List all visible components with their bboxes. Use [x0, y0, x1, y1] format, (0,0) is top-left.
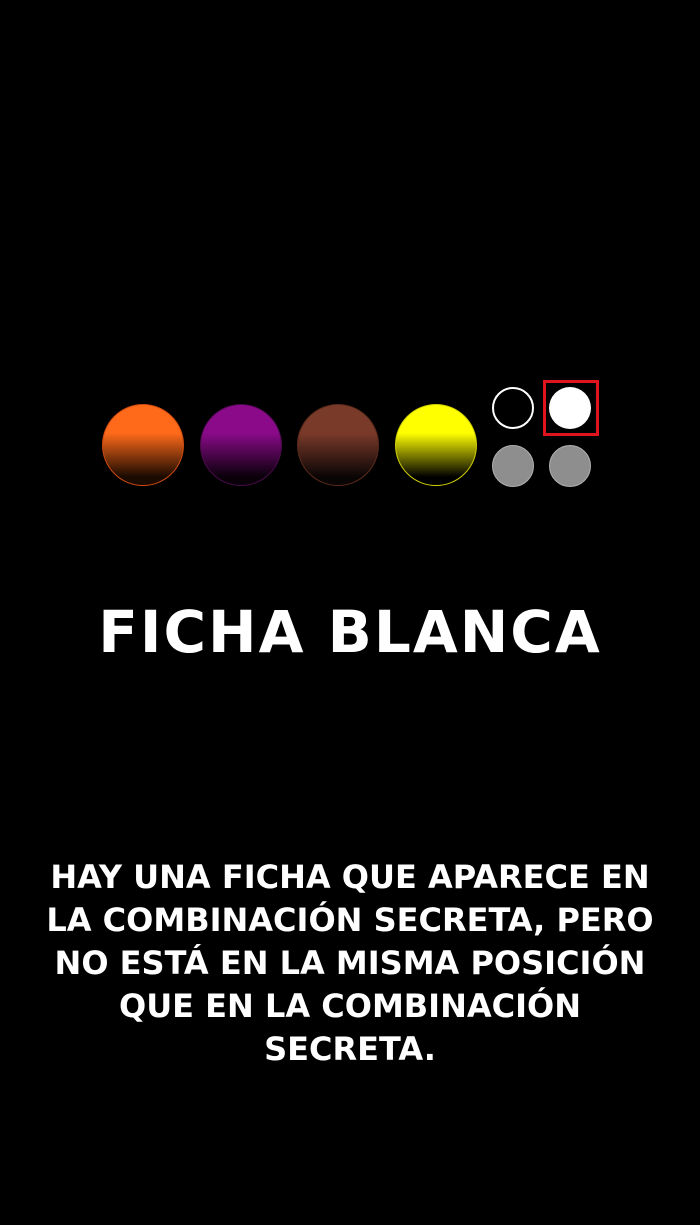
rule-description: HAY UNA FICHA QUE APARECE EN LA COMBINAC…	[46, 858, 654, 1068]
orange-peg	[102, 404, 184, 486]
page-title: FICHA BLANCA	[98, 598, 602, 666]
yellow-peg	[395, 404, 477, 486]
guess-row	[0, 0, 700, 520]
key-peg-empty	[492, 387, 534, 429]
brown-peg	[297, 404, 379, 486]
key-peg-white	[549, 387, 591, 429]
key-peg-gray	[549, 445, 591, 487]
key-peg-highlight-frame	[543, 380, 599, 436]
key-peg-gray	[492, 445, 534, 487]
purple-peg	[200, 404, 282, 486]
